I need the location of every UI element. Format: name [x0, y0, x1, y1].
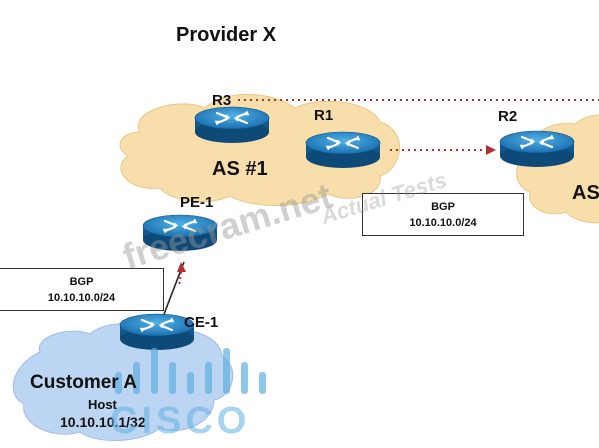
router-pe1: [141, 213, 219, 253]
diagram-title: Provider X: [176, 24, 277, 46]
arrow-head-pe1: [177, 262, 186, 272]
label-as1: AS #1: [212, 158, 268, 180]
bgp-box-left: BGP 10.10.10.0/24: [0, 268, 164, 311]
router-ce1: [118, 312, 196, 352]
label-host: Host: [88, 397, 117, 412]
bgp-left-prefix: 10.10.10.0/24: [47, 291, 116, 304]
label-r1: R1: [314, 107, 334, 124]
router-r3: [193, 105, 271, 145]
bgp-box-right: BGP 10.10.10.0/24: [362, 193, 524, 236]
router-r2: [498, 129, 576, 169]
label-pe1: PE-1: [180, 194, 214, 211]
cisco-logo: [115, 348, 266, 394]
arrow-head-r2: [486, 145, 496, 155]
label-r2: R2: [498, 108, 518, 125]
label-r3: R3: [212, 92, 232, 109]
label-host-ip: 10.10.10.1/32: [60, 414, 146, 430]
label-as2: AS: [572, 182, 599, 204]
bgp-right-prefix: 10.10.10.0/24: [409, 216, 477, 229]
bgp-left-title: BGP: [69, 275, 94, 288]
as1-cloud: [119, 93, 400, 206]
label-customer: Customer A: [30, 372, 137, 393]
arrow-shaft-pe1: [178, 271, 182, 287]
bgp-right-title: BGP: [431, 200, 455, 213]
customer-cloud: [12, 322, 234, 441]
router-r1: [304, 130, 382, 170]
label-ce1: CE-1: [184, 314, 219, 331]
